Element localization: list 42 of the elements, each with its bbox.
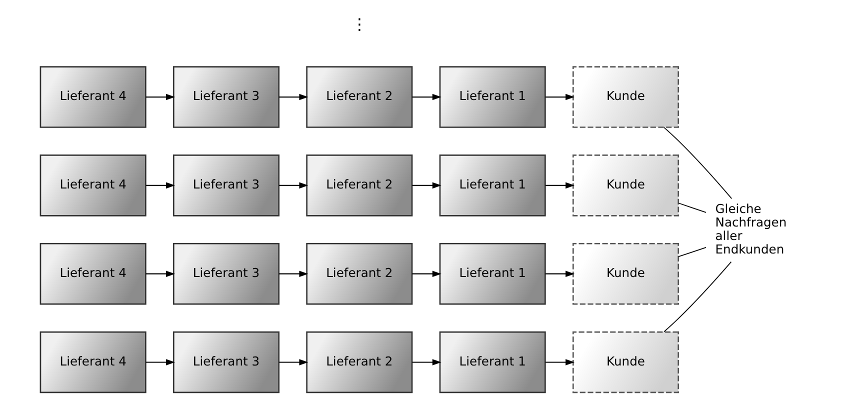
node-box: Lieferant 1 xyxy=(439,331,546,394)
node-text: Gleiche Nachfragen aller Endkunden xyxy=(715,202,787,256)
node-box: Lieferant 4 xyxy=(40,66,146,128)
arrow xyxy=(412,182,442,189)
arrow xyxy=(279,94,308,100)
connector xyxy=(678,247,706,258)
node-box: Kunde xyxy=(572,331,680,394)
arrow xyxy=(545,359,575,366)
arrow xyxy=(545,94,575,100)
arrow xyxy=(412,270,442,277)
node-box: Lieferant 4 xyxy=(40,154,146,216)
arrow xyxy=(545,182,575,189)
node-box: Lieferant 3 xyxy=(172,154,280,216)
connector xyxy=(664,126,732,199)
node-box: Kunde xyxy=(572,154,680,216)
arrow xyxy=(146,359,176,366)
node-box: Lieferant 4 xyxy=(40,331,146,394)
node-box: Lieferant 1 xyxy=(439,154,546,216)
arrow xyxy=(146,270,176,277)
node-box: Lieferant 3 xyxy=(172,242,280,305)
node-box: Lieferant 3 xyxy=(172,331,280,394)
arrow xyxy=(146,94,176,100)
connector xyxy=(664,261,732,332)
arrow xyxy=(412,94,442,100)
arrow xyxy=(545,270,575,277)
node-box: Lieferant 1 xyxy=(439,66,546,128)
node-box: Lieferant 4 xyxy=(40,242,146,305)
node-box: Kunde xyxy=(572,66,680,128)
node-box: Kunde xyxy=(572,242,680,305)
node-box: Lieferant 3 xyxy=(172,66,280,128)
node-box: Lieferant 2 xyxy=(306,331,413,394)
node-box: Lieferant 2 xyxy=(306,66,413,128)
arrow xyxy=(279,182,308,189)
arrow xyxy=(146,182,176,189)
label: ⋮ xyxy=(352,14,368,34)
arrow xyxy=(279,270,308,277)
node-box: Lieferant 2 xyxy=(306,242,413,305)
connector xyxy=(678,202,706,213)
arrow xyxy=(412,359,442,366)
node-box: Lieferant 2 xyxy=(306,154,413,216)
arrow xyxy=(279,359,308,366)
node-box: Lieferant 1 xyxy=(439,242,546,305)
